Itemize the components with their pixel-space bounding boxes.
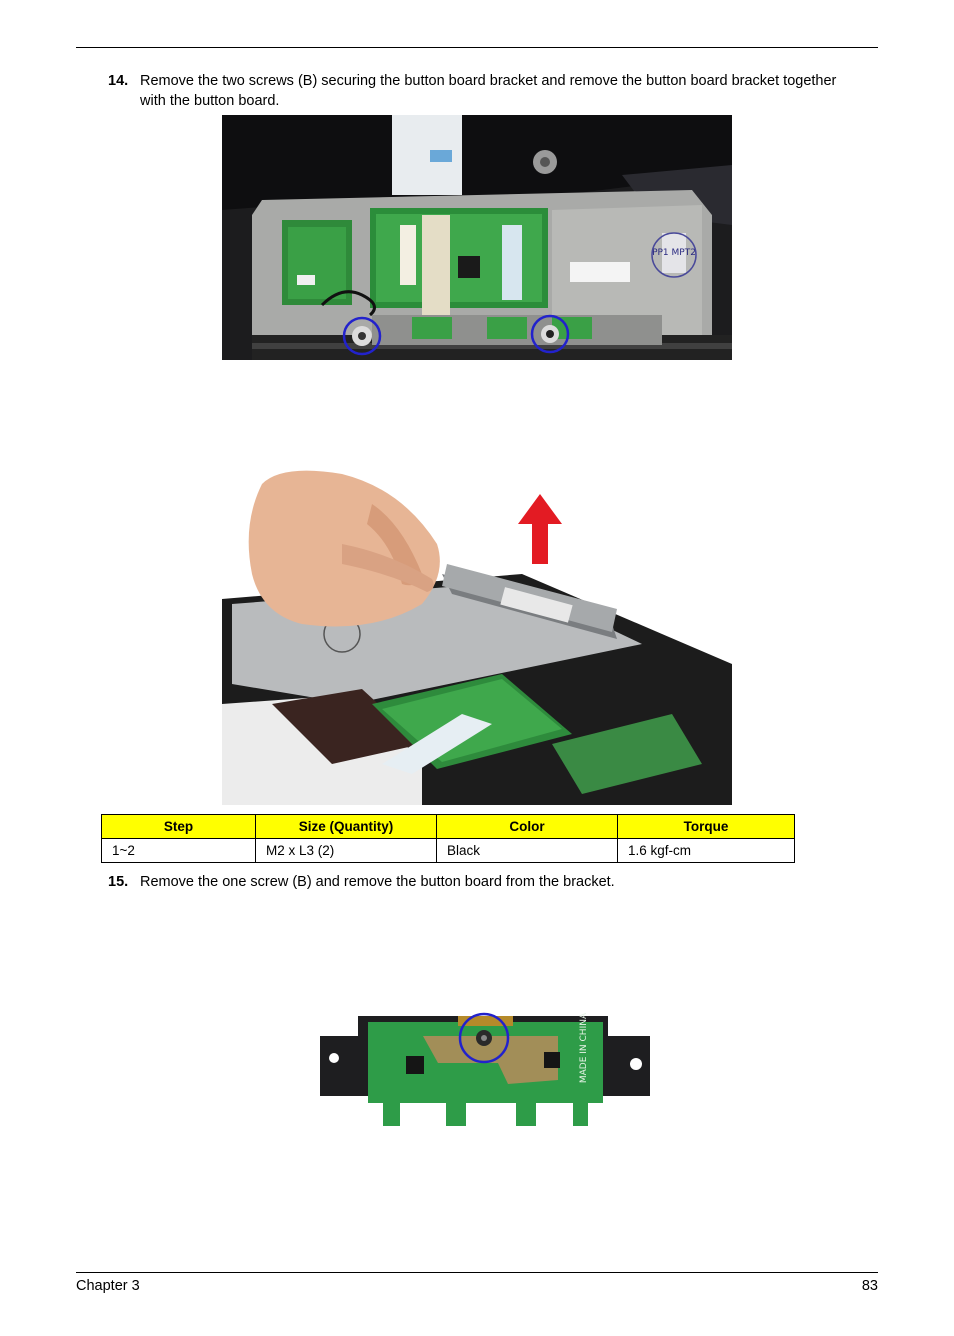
cell-color: Black bbox=[436, 838, 618, 863]
cell-step: 1~2 bbox=[101, 838, 256, 863]
photo-button-board: MADE IN CHINA bbox=[318, 1008, 652, 1134]
table-header-row: Step Size (Quantity) Color Torque bbox=[101, 814, 795, 839]
board-print-text: MADE IN CHINA bbox=[579, 1012, 589, 1083]
button-board-photo-icon: MADE IN CHINA bbox=[318, 1008, 652, 1134]
stamp-label: PP1 MPT2 bbox=[652, 248, 696, 258]
footer-chapter: Chapter 3 bbox=[76, 1278, 140, 1294]
step-number: 14. bbox=[108, 73, 129, 89]
touchpad-board-photo-icon: PP1 MPT2 bbox=[222, 115, 732, 370]
cell-torque: 1.6 kgf-cm bbox=[617, 838, 795, 863]
step-text: Remove the two screws (B) securing the b… bbox=[140, 73, 837, 109]
step-number: 15. bbox=[108, 874, 129, 890]
photo-remove-bracket-screws: PP1 MPT2 bbox=[222, 115, 732, 370]
footer-rule bbox=[76, 1272, 878, 1273]
cell-size: M2 x L3 (2) bbox=[255, 838, 437, 863]
photo-lift-bracket bbox=[222, 464, 732, 805]
header-color: Color bbox=[436, 814, 618, 839]
table-row: 1~2 M2 x L3 (2) Black 1.6 kgf-cm bbox=[101, 838, 795, 863]
header-step: Step bbox=[101, 814, 256, 839]
step-15: 15. Remove the one screw (B) and remove … bbox=[108, 872, 868, 894]
header-size: Size (Quantity) bbox=[255, 814, 437, 839]
header-rule bbox=[76, 47, 878, 48]
page-number: 83 bbox=[861, 1278, 878, 1294]
header-torque: Torque bbox=[617, 814, 795, 839]
step-text: Remove the one screw (B) and remove the … bbox=[140, 874, 615, 890]
step-14: 14. Remove the two screws (B) securing t… bbox=[108, 71, 868, 113]
hand-lifting-bracket-photo-icon bbox=[222, 464, 732, 805]
screw-spec-table: Step Size (Quantity) Color Torque 1~2 M2… bbox=[101, 814, 795, 863]
